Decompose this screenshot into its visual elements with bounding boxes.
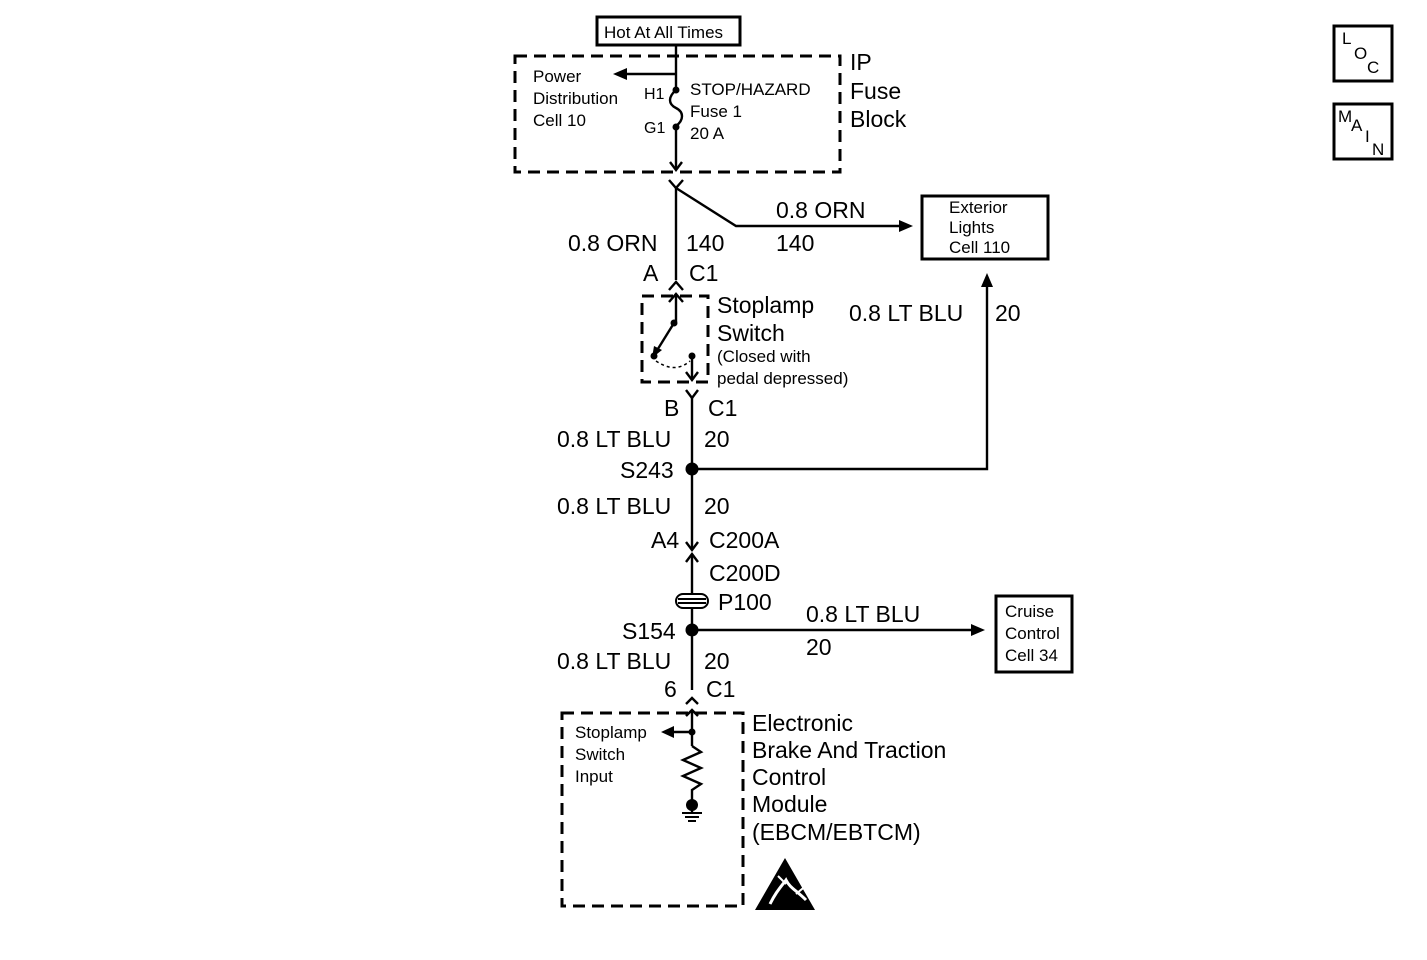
switch-pedal-label: pedal depressed)	[717, 369, 848, 388]
main-a: A	[1351, 116, 1363, 135]
connector-c1-top-label: C1	[689, 260, 718, 286]
lt-blu-right-label: 0.8 LT BLU	[849, 300, 963, 326]
s243-label: S243	[620, 457, 674, 483]
ebcm-line-2: Brake And Traction	[752, 737, 946, 763]
main-m: M	[1338, 107, 1352, 126]
pd-distribution-label: Distribution	[533, 89, 618, 108]
exterior-lights-box	[920, 194, 1050, 261]
cruise-arrow	[971, 624, 985, 636]
circuit-20-cruise-label: 20	[806, 634, 832, 660]
ebcm-line-3: Control	[752, 764, 826, 790]
ebcm-line-5: (EBCM/EBTCM)	[752, 819, 921, 845]
orn-top-label: 0.8 ORN	[776, 197, 865, 223]
orn-left-label: 0.8 ORN	[568, 230, 657, 256]
cruise-cell-label: Cell 34	[1005, 646, 1058, 665]
switch-switch-label: Switch	[717, 320, 785, 346]
switch-travel-arc	[655, 360, 691, 369]
block-label: Block	[850, 106, 907, 132]
connector-a-label: A	[643, 260, 659, 286]
loc-c: C	[1367, 58, 1379, 77]
lt-blu-up-arrow	[981, 273, 993, 287]
cruise-control-box	[994, 594, 1074, 674]
lt-blu-1-label: 0.8 LT BLU	[557, 426, 671, 452]
fuse-amp-label: 20 A	[690, 124, 725, 143]
circuit-140-left-label: 140	[686, 230, 724, 256]
hot-at-all-times-label: Hot At All Times	[604, 23, 723, 42]
ebcm-line-1: Electronic	[752, 710, 853, 736]
c200a-label: C200A	[709, 527, 780, 553]
pull-down-resistor	[680, 745, 704, 800]
pin-6-label: 6	[664, 676, 677, 702]
ext-lights-label: Lights	[949, 218, 994, 237]
circuit-20-2-label: 20	[704, 493, 730, 519]
input-switch-label: Switch	[575, 745, 625, 764]
fuse-name-label: STOP/HAZARD	[690, 80, 811, 99]
fuse-number-label: Fuse 1	[690, 102, 742, 121]
c200d-label: C200D	[709, 560, 781, 586]
input-stoplamp-label: Stoplamp	[575, 723, 647, 742]
lt-blu-3-label: 0.8 LT BLU	[557, 648, 671, 674]
switch-stoplamp-label: Stoplamp	[717, 292, 814, 318]
ebcm-line-4: Module	[752, 791, 827, 817]
input-input-label: Input	[575, 767, 613, 786]
main-n: N	[1372, 140, 1384, 159]
a4-label: A4	[651, 527, 679, 553]
ip-fuse-block-outline	[513, 54, 842, 174]
stoplamp-input-arrow	[661, 726, 674, 738]
switch-blade	[654, 322, 676, 353]
hot-at-all-times-box	[595, 15, 742, 47]
power-distribution-arrow	[613, 68, 627, 80]
circuit-20-right-label: 20	[995, 300, 1021, 326]
loc-nav-icon[interactable]: L O C	[1332, 24, 1394, 83]
cruise-control-label: Control	[1005, 624, 1060, 643]
p100-grommet	[675, 593, 709, 609]
ext-cell-label: Cell 110	[949, 238, 1010, 257]
ip-label: IP	[850, 49, 872, 75]
connector-c1-bot-label: C1	[706, 676, 735, 702]
cruise-cruise-label: Cruise	[1005, 602, 1054, 621]
circuit-140-top-label: 140	[776, 230, 814, 256]
esd-warning-icon	[755, 858, 815, 910]
fuse-label: Fuse	[850, 78, 901, 104]
h1-label: H1	[644, 86, 665, 103]
exterior-lights-arrow	[899, 220, 913, 232]
p100-label: P100	[718, 589, 772, 615]
ebcm-outline	[560, 711, 745, 908]
switch-contact-a	[650, 352, 658, 360]
lt-blu-2-label: 0.8 LT BLU	[557, 493, 671, 519]
loc-l: L	[1342, 29, 1351, 48]
circuit-20-1-label: 20	[704, 426, 730, 452]
connector-b-label: B	[664, 395, 679, 421]
g1-label: G1	[644, 120, 665, 137]
lt-blu-cruise-label: 0.8 LT BLU	[806, 601, 920, 627]
fuse-symbol	[668, 89, 684, 127]
ground-icon	[682, 805, 702, 822]
pd-power-label: Power	[533, 67, 582, 86]
main-i: I	[1365, 127, 1370, 146]
main-nav-icon[interactable]: M A I N	[1332, 102, 1394, 161]
connector-c1-mid-label: C1	[708, 395, 737, 421]
s154-label: S154	[622, 618, 676, 644]
pd-cell-label: Cell 10	[533, 111, 586, 130]
loc-o: O	[1354, 44, 1367, 63]
ext-exterior-label: Exterior	[949, 198, 1008, 217]
circuit-20-3-label: 20	[704, 648, 730, 674]
switch-closed-label: (Closed with	[717, 347, 811, 366]
